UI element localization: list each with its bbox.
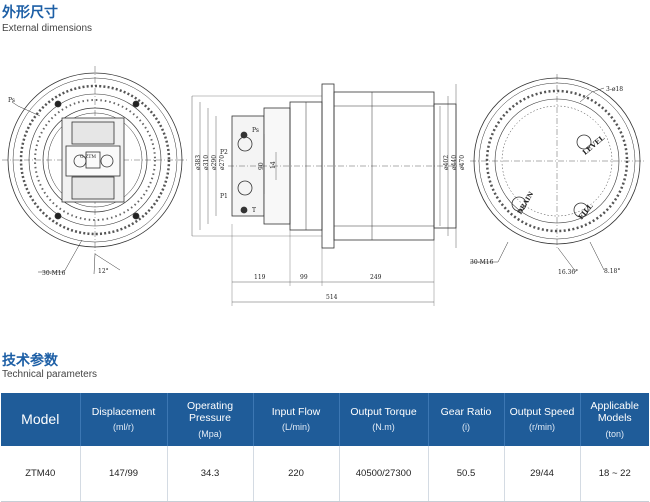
cell-model: ZTM40 [1, 446, 81, 502]
section-subtitle-dimensions: External dimensions [2, 23, 93, 34]
cell-gear-ratio: 50.5 [428, 446, 505, 502]
header-output-speed: Output Speed(r/min) [504, 393, 581, 446]
label-bolt-left: 30-M16 [42, 270, 66, 277]
dim-d310: ø310 [203, 155, 210, 170]
label-bolt-right: 30-M16 [470, 259, 494, 266]
section-title-parameters: 技术参数 [2, 353, 58, 369]
dim-w99: 99 [300, 274, 308, 281]
label-angle2-right: 8.18° [604, 268, 620, 275]
table-header-row: Model Displacement(ml/r) Operating Press… [1, 393, 649, 446]
cell-operating-pressure: 34.3 [167, 446, 254, 502]
label-drain: DRAIN [516, 190, 535, 216]
label-level: LEVEL [581, 133, 607, 157]
dim-d383: ø383 [195, 155, 202, 170]
dim-d440: ø440 [451, 155, 458, 170]
cell-applicable-models: 18 ~ 22 [580, 446, 649, 502]
header-applicable-models: Applicable Models(ton) [580, 393, 649, 446]
section-subtitle-parameters: Technical parameters [2, 369, 98, 380]
label-port-t: T [252, 207, 256, 214]
header-gear-ratio: Gear Ratio(i) [428, 393, 505, 446]
label-ps-left: Ps [8, 97, 15, 104]
dim-w119: 119 [254, 274, 266, 281]
label-holes-right: 3-ø18 [606, 86, 623, 93]
label-angle-left: 12° [98, 268, 109, 275]
cell-displacement: 147/99 [80, 446, 168, 502]
label-p1: P1 [220, 193, 228, 200]
dim-pilot: 90 [258, 162, 265, 170]
dim-d290: ø290 [211, 155, 218, 170]
front-view-left [2, 66, 188, 275]
dim-offset: 14 [270, 161, 277, 169]
dim-d470: ø470 [459, 155, 466, 170]
table-row: ZTM40 147/99 34.3 220 40500/27300 50.5 2… [1, 446, 649, 502]
side-view [191, 83, 462, 306]
dim-d402: ø402 [443, 155, 450, 170]
header-input-flow: Input Flow(L/min) [253, 393, 340, 446]
label-plate-left: G-ZTM [80, 154, 96, 160]
header-operating-pressure: Operating Pressure(Mpa) [167, 393, 254, 446]
cell-input-flow: 220 [253, 446, 340, 502]
dimension-drawing: Ps 30-M16 12° G-ZTM [2, 66, 645, 306]
dim-d270: ø270 [219, 155, 226, 170]
section-title-dimensions: 外形尺寸 [2, 5, 58, 21]
label-fill: FILL [576, 202, 595, 222]
technical-parameters-table: Model Displacement(ml/r) Operating Press… [1, 393, 649, 502]
header-model: Model [1, 393, 81, 446]
label-p2: P2 [220, 149, 228, 156]
label-ps-side: Ps [252, 127, 259, 134]
header-output-torque: Output Torque(N.m) [339, 393, 429, 446]
label-angle1-right: 16.36° [558, 269, 578, 276]
dim-w249: 249 [370, 274, 382, 281]
front-view-right [470, 74, 645, 273]
cell-output-torque: 40500/27300 [339, 446, 429, 502]
cell-output-speed: 29/44 [504, 446, 581, 502]
header-displacement: Displacement(ml/r) [80, 393, 168, 446]
dim-w514: 514 [326, 294, 338, 301]
